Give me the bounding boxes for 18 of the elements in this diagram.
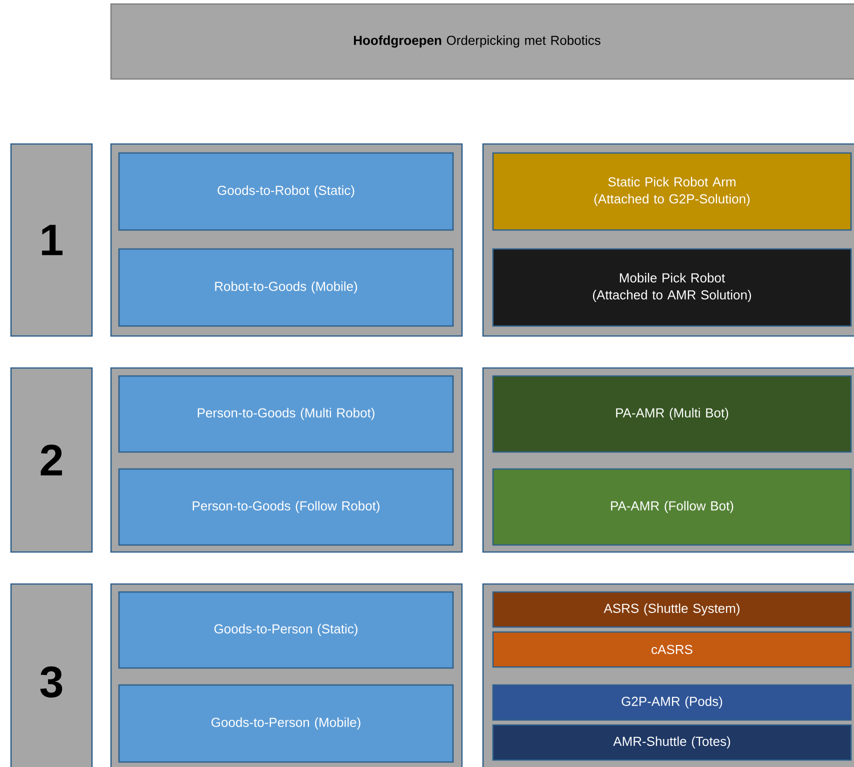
title-box: Hoofdgroepen Orderpicking met Robotics — [110, 3, 854, 80]
number-box: 3 — [10, 583, 93, 767]
category-box: cASRS — [492, 631, 852, 668]
category-box: Goods-to-Robot (Static) — [118, 152, 454, 231]
category-box: PA-AMR (Multi Bot) — [492, 375, 852, 453]
category-box: Person-to-Goods (Multi Robot) — [118, 375, 454, 453]
category-box: Person-to-Goods (Follow Robot) — [118, 468, 454, 546]
category-box: AMR-Shuttle (Totes) — [492, 724, 852, 761]
category-box: Goods-to-Person (Static) — [118, 591, 454, 669]
category-box: G2P-AMR (Pods) — [492, 684, 852, 721]
category-box: ASRS (Shuttle System) — [492, 591, 852, 628]
number-box: 1 — [10, 143, 93, 337]
number-box: 2 — [10, 367, 93, 553]
category-box: Robot-to-Goods (Mobile) — [118, 248, 454, 327]
category-box: PA-AMR (Follow Bot) — [492, 468, 852, 546]
category-box: Mobile Pick Robot (Attached to AMR Solution) — [492, 248, 852, 327]
category-box: Goods-to-Person (Mobile) — [118, 684, 454, 763]
category-box: Static Pick Robot Arm (Attached to G2P-Solution) — [492, 152, 852, 231]
